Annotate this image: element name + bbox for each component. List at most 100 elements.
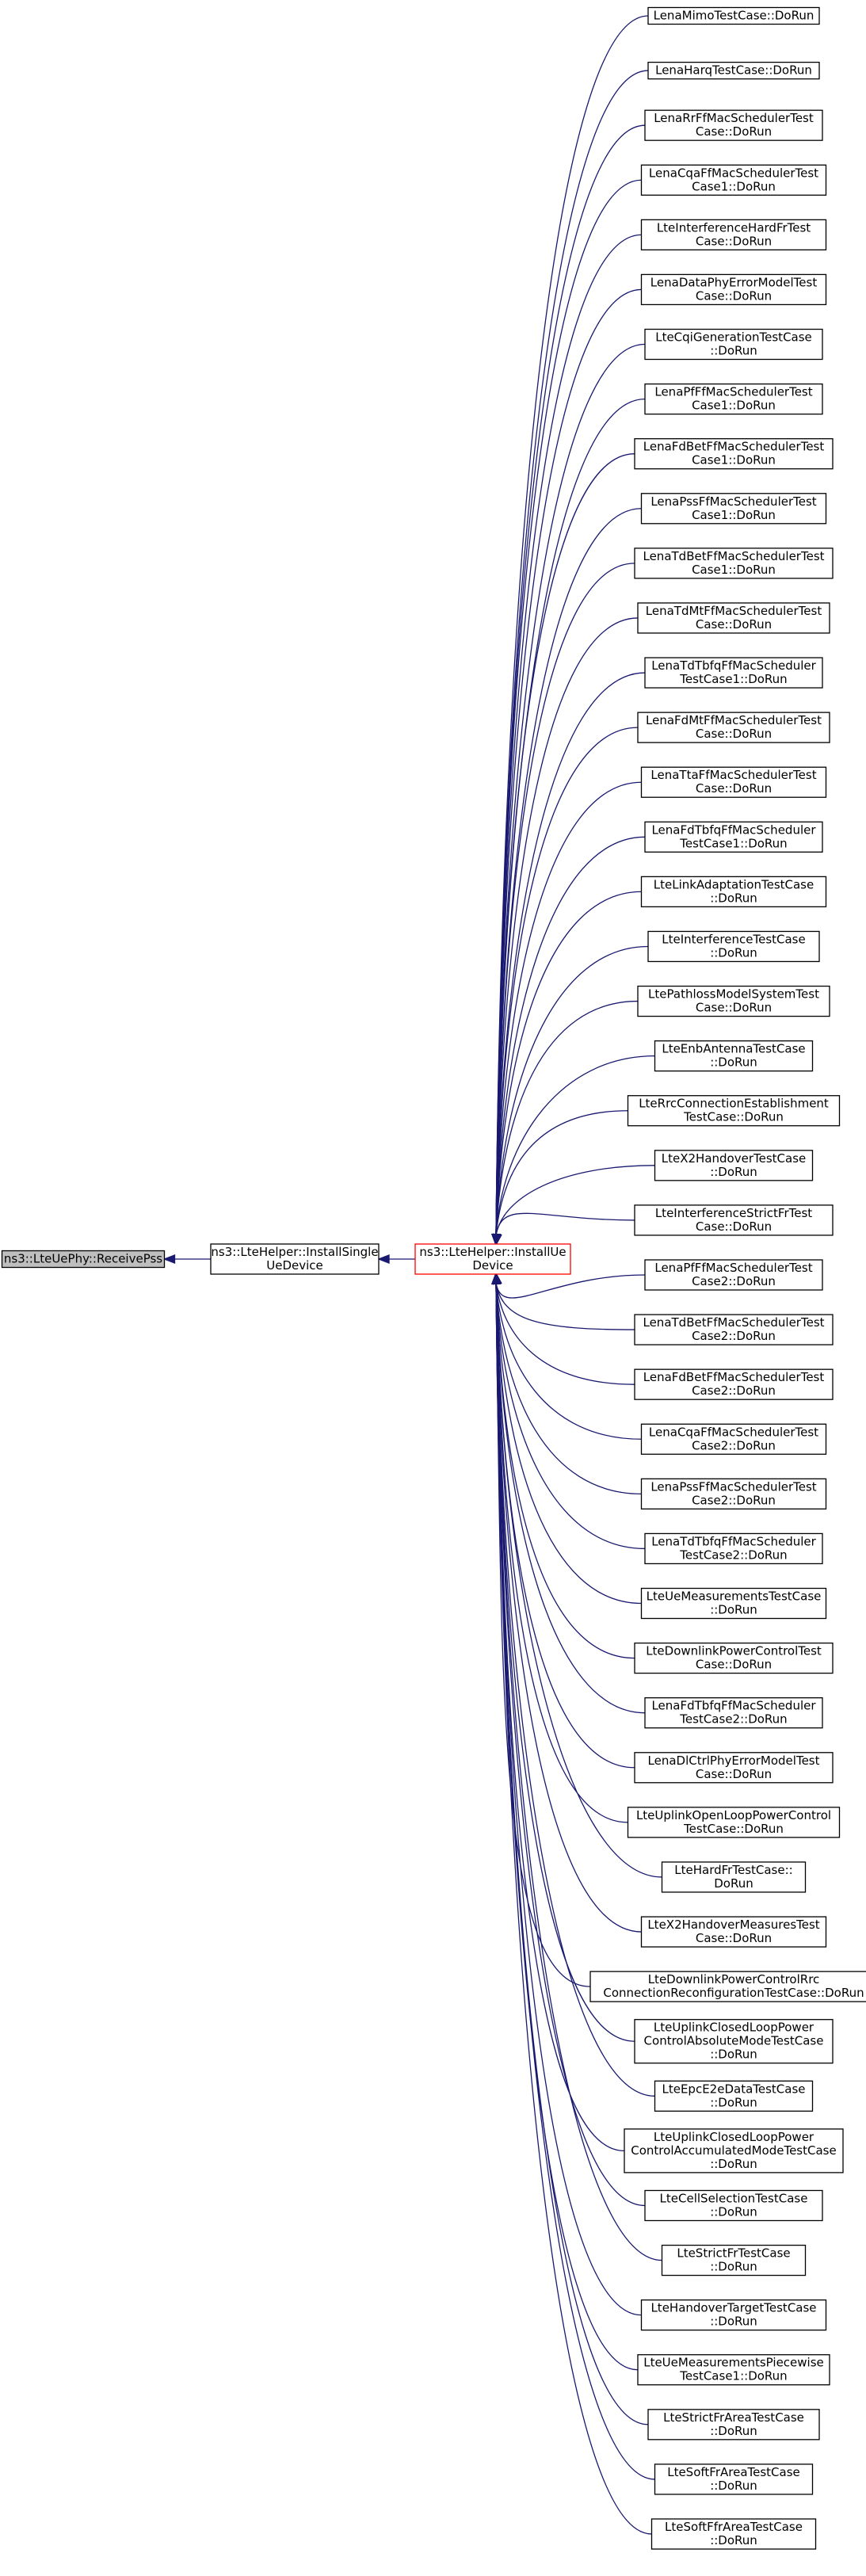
caller-node[interactable]: LteInterferenceTestCase::DoRun (647, 930, 820, 963)
caller-node-label: LteDownlinkPowerControlTest (646, 1644, 822, 1658)
caller-node-box (640, 1587, 827, 1620)
caller-node-box (640, 876, 827, 908)
caller-node-label: LteInterferenceStrictFrTest (655, 1206, 812, 1220)
caller-node-box (634, 1204, 834, 1236)
caller-node-label: ::DoRun (710, 2260, 757, 2274)
caller-node[interactable]: LteUplinkClosedLoopPowerControlAccumulat… (624, 2128, 844, 2173)
caller-node[interactable]: LteEpcE2eDataTestCase::DoRun (654, 2080, 814, 2112)
caller-node-label: Case::DoRun (696, 234, 772, 248)
caller-node-label: LteUplinkClosedLoopPower (654, 2021, 814, 2035)
call-edges (162, 15, 662, 2535)
caller-node-label: Case::DoRun (696, 1001, 772, 1015)
caller-node-label: Case::DoRun (696, 727, 772, 741)
call-edge (495, 288, 642, 1236)
caller-node-label: LteUeMeasurementsPiecewise (643, 2356, 824, 2370)
caller-node-label: LteRrcConnectionEstablishment (639, 1097, 829, 1111)
caller-node-label: LenaDlCtrlPhyErrorModelTest (648, 1754, 820, 1768)
call-edge (495, 1282, 635, 2042)
caller-node-label: Case::DoRun (696, 1767, 772, 1781)
call-edge (495, 945, 649, 1236)
call-edge (495, 1282, 646, 1550)
node-install-ue-device-box (414, 1243, 571, 1275)
caller-node[interactable]: LteCellSelectionTestCase::DoRun (644, 2189, 823, 2222)
caller-node[interactable]: LteRrcConnectionEstablishmentTestCase::D… (627, 1095, 841, 1127)
caller-node-label: Case::DoRun (696, 288, 772, 303)
caller-node-label: LtePathlossModelSystemTest (648, 987, 819, 1002)
call-edge-arrow (492, 1233, 502, 1246)
call-edge (495, 563, 635, 1236)
node-receive-pss[interactable]: ns3::LteUePhy::ReceivePss (1, 1250, 166, 1269)
caller-node-label: ::DoRun (710, 2533, 757, 2547)
caller-node[interactable]: LenaMimoTestCase::DoRun (647, 6, 820, 25)
caller-node-label: LenaTdTbfqFfMacScheduler (651, 658, 816, 673)
caller-node-box (644, 1259, 823, 1291)
call-edge (495, 453, 635, 1236)
caller-node[interactable]: LteCqiGenerationTestCase::DoRun (644, 328, 823, 361)
caller-node[interactable]: LteHardFrTestCase::DoRun (661, 1861, 807, 1893)
caller-node-label: LenaHarqTestCase::DoRun (655, 63, 812, 78)
caller-node[interactable]: LteStrictFrAreaTestCase::DoRun (647, 2409, 820, 2441)
caller-node[interactable]: LenaHarqTestCase::DoRun (647, 61, 820, 80)
caller-node-box (637, 712, 830, 743)
caller-node-label: LteStrictFrTestCase (677, 2246, 790, 2261)
caller-node[interactable]: LteEnbAntennaTestCase::DoRun (654, 1040, 814, 1072)
caller-node-box (654, 1040, 814, 1072)
caller-node[interactable]: LteLinkAdaptationTestCase::DoRun (640, 876, 827, 908)
caller-node-box (634, 548, 834, 579)
caller-node-label: LteSoftFrAreaTestCase (667, 2465, 800, 2479)
call-edge (495, 891, 642, 1236)
call-edge (495, 1055, 655, 1236)
caller-node-label: ConnectionReconfigurationTestCase::DoRun (603, 1986, 864, 2000)
caller-node[interactable]: LteX2HandoverTestCase::DoRun (654, 1150, 814, 1181)
caller-node-label: LteSoftFfrAreaTestCase (665, 2520, 803, 2534)
caller-node[interactable]: LteUplinkOpenLoopPowerControlTestCase::D… (627, 1807, 841, 1838)
caller-node-label: Case1::DoRun (692, 563, 776, 577)
caller-node[interactable]: LteDownlinkPowerControlRrcConnectionReco… (589, 1971, 866, 2002)
caller-node-box (647, 61, 820, 80)
caller-node[interactable]: LteUeMeasurementsPiecewiseTestCase1::DoR… (637, 2354, 830, 2386)
caller-node[interactable]: LteUplinkClosedLoopPowerControlAbsoluteM… (634, 2019, 834, 2064)
caller-node-label: LenaRrFfMacSchedulerTest (654, 111, 814, 125)
caller-node-label: LenaPssFfMacSchedulerTest (650, 494, 816, 509)
caller-node[interactable]: LteSoftFfrAreaTestCase::DoRun (650, 2518, 817, 2550)
caller-node-label: ::DoRun (710, 891, 757, 905)
caller-node[interactable]: LteStrictFrTestCase::DoRun (661, 2244, 807, 2276)
caller-node-label: LenaFdBetFfMacSchedulerTest (643, 1370, 825, 1384)
caller-node-label: Case1::DoRun (692, 508, 776, 522)
caller-node-label: LteUeMeasurementsTestCase (647, 1589, 822, 1604)
caller-node[interactable]: LteHandoverTargetTestCase::DoRun (640, 2299, 827, 2331)
caller-node[interactable]: LteUeMeasurementsTestCase::DoRun (640, 1587, 827, 1620)
caller-node-label: LteStrictFrAreaTestCase (663, 2410, 804, 2425)
caller-node-label: LteHandoverTargetTestCase (650, 2301, 816, 2315)
caller-node-label: LenaTdBetFfMacSchedulerTest (643, 1315, 824, 1330)
caller-node-label: LenaMimoTestCase::DoRun (654, 9, 814, 23)
caller-node[interactable]: LteSoftFrAreaTestCase::DoRun (654, 2463, 814, 2495)
